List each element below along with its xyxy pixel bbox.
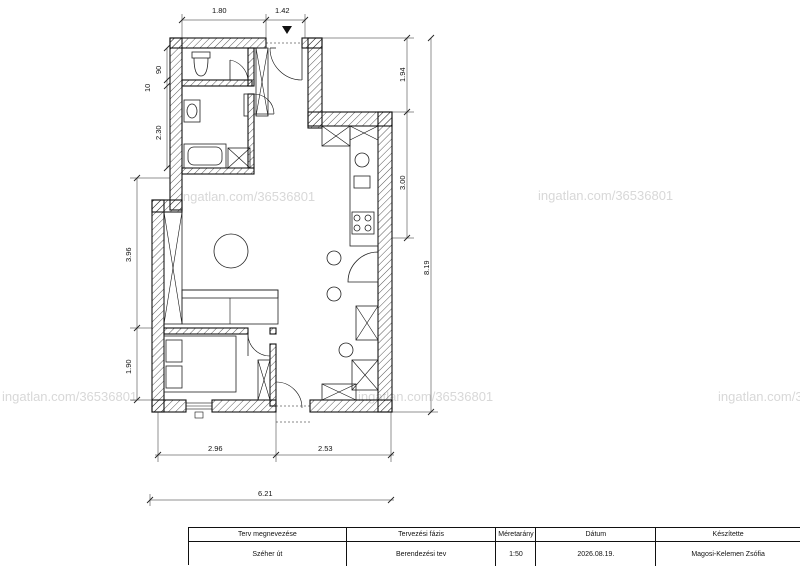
watermark-text: ingatlan.com/36536801 bbox=[2, 389, 137, 404]
title-block-value-row: Széher út Berendezési tev 1:50 2026.08.1… bbox=[189, 542, 800, 566]
watermark-text: ingatlan.com/36536801 bbox=[538, 188, 673, 203]
dim-label: 8.19 bbox=[422, 260, 431, 275]
dim-label: 1.90 bbox=[124, 359, 133, 374]
title-block-value: Magosi-Kelemen Zsófia bbox=[691, 550, 765, 558]
title-block-header: Dátum bbox=[536, 528, 657, 541]
title-block-header: Terv megnevezése bbox=[189, 528, 347, 541]
dim-label: 1.94 bbox=[398, 67, 407, 82]
dim-label: 90 bbox=[154, 66, 163, 74]
floor-plan: ingatlan.com/36536801 ingatlan.com/36536… bbox=[2, 6, 800, 506]
dim-label: 1.80 bbox=[212, 6, 227, 15]
title-block-value: 2026.08.19. bbox=[536, 542, 657, 566]
watermark-text: ingatlan.com/36536801 bbox=[718, 389, 800, 404]
walls bbox=[151, 37, 393, 413]
windows bbox=[185, 402, 213, 419]
title-block-value: Széher út bbox=[189, 542, 347, 566]
dim-label: 6.21 bbox=[258, 489, 273, 498]
dim-label: 2.30 bbox=[154, 125, 163, 140]
dimension-lines bbox=[130, 14, 438, 506]
dim-label: 3.00 bbox=[398, 175, 407, 190]
watermarks: ingatlan.com/36536801 ingatlan.com/36536… bbox=[2, 188, 800, 404]
dim-label: 2.96 bbox=[208, 444, 223, 453]
dim-label: 10 bbox=[143, 84, 152, 92]
title-block: Terv megnevezése Tervezési fázis Méretar… bbox=[188, 527, 800, 566]
title-block-header: Tervezési fázis bbox=[347, 528, 497, 541]
title-block-value: Berendezési tev bbox=[347, 542, 497, 566]
title-block-header: Készítette bbox=[712, 531, 744, 538]
furniture bbox=[163, 47, 379, 401]
dimension-labels: 1.80 1.42 90 10 2.30 3.96 1.90 1.94 3.00… bbox=[124, 6, 431, 498]
title-block-header-row: Terv megnevezése Tervezési fázis Méretar… bbox=[189, 528, 800, 542]
doors bbox=[229, 42, 310, 409]
title-block-value: 1:50 bbox=[496, 542, 537, 566]
dim-label: 3.96 bbox=[124, 247, 133, 262]
dim-label: 2.53 bbox=[318, 444, 333, 453]
dim-label: 1.42 bbox=[275, 6, 290, 15]
title-block-header: Méretarány bbox=[496, 528, 537, 541]
watermark-text: ingatlan.com/36536801 bbox=[180, 189, 315, 204]
entrance-arrow-icon bbox=[282, 26, 292, 34]
